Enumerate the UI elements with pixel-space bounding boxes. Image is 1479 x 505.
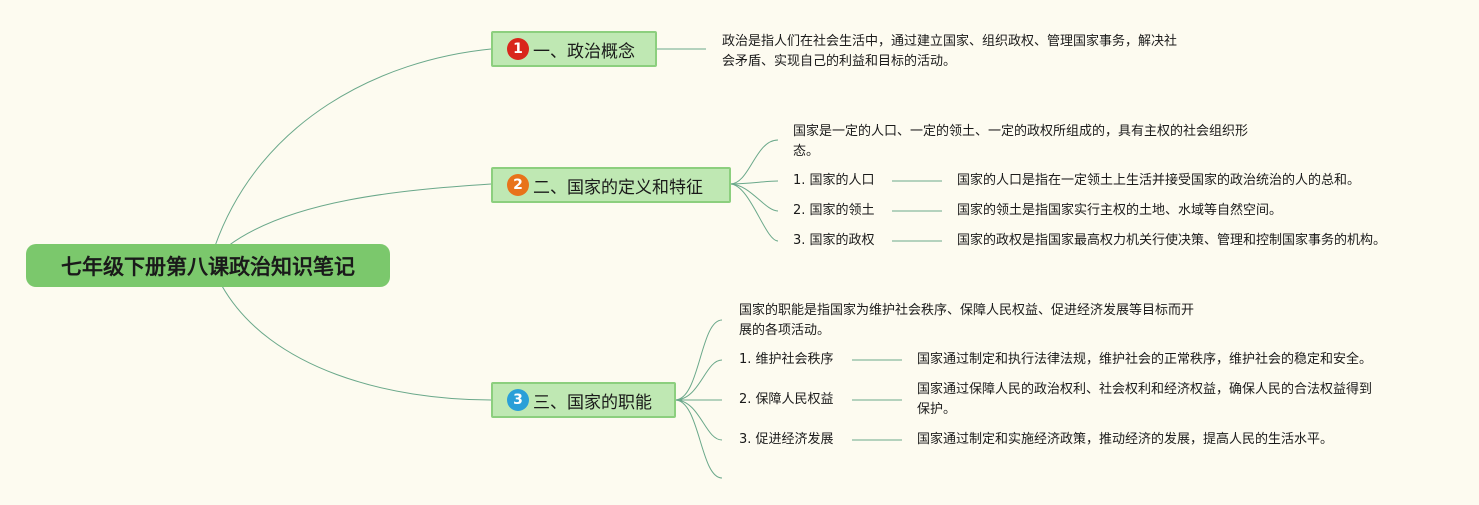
social-order-desc: 国家通过制定和执行法律法规，维护社会的正常秩序，维护社会的稳定和安全。	[917, 352, 1373, 367]
branch-state-definition[interactable]: 2 二、国家的定义和特征	[491, 167, 731, 203]
link-root-branch1	[214, 48, 492, 247]
economic-development-desc: 国家通过制定和实施经济政策，推动经济的发展，提高人民的生活水平。	[917, 432, 1334, 447]
population-desc: 国家的人口是指在一定领土上生活并接受国家的政治统治的人的总和。	[957, 173, 1361, 188]
link-root-branch2	[227, 183, 492, 247]
branch-label: 一、政治概念	[533, 41, 635, 62]
subtopic-population[interactable]: 1. 国家的人口	[793, 173, 875, 188]
link-b3-extra	[674, 399, 723, 479]
link-b3-intro	[674, 319, 723, 401]
branch-label: 三、国家的职能	[533, 392, 652, 413]
territory-desc: 国家的领土是指国家实行主权的土地、水域等自然空间。	[957, 203, 1283, 218]
number-3-icon: 3	[507, 389, 529, 411]
number-2-icon: 2	[507, 174, 529, 196]
people-rights-desc: 国家通过保障人民的政治权利、社会权利和经济权益，确保人民的合法权益得到 保护。	[917, 382, 1373, 417]
branch-label: 二、国家的定义和特征	[533, 177, 703, 198]
subtopic-economic-development[interactable]: 3. 促进经济发展	[739, 432, 834, 447]
branch-political-concept[interactable]: 1 一、政治概念	[491, 31, 657, 67]
branch-state-functions[interactable]: 3 三、国家的职能	[491, 382, 676, 418]
subtopic-people-rights[interactable]: 2. 保障人民权益	[739, 392, 834, 407]
subtopic-regime[interactable]: 3. 国家的政权	[793, 233, 875, 248]
regime-desc: 国家的政权是指国家最高权力机关行使决策、管理和控制国家事务的机构。	[957, 233, 1387, 248]
root-topic[interactable]: 七年级下册第八课政治知识笔记	[26, 244, 390, 287]
subtopic-territory[interactable]: 2. 国家的领土	[793, 203, 875, 218]
link-b3-item1	[674, 359, 723, 401]
link-b2-item1	[729, 180, 779, 185]
state-definition-intro: 国家是一定的人口、一定的领土、一定的政权所组成的，具有主权的社会组织形 态。	[793, 124, 1249, 159]
link-b2-item3	[729, 183, 779, 242]
root-title: 七年级下册第八课政治知识笔记	[61, 254, 355, 279]
link-root-branch3	[221, 285, 492, 401]
state-functions-intro: 国家的职能是指国家为维护社会秩序、保障人民权益、促进经济发展等目标而开 展的各项…	[739, 303, 1195, 338]
link-b3-item3	[674, 399, 723, 441]
link-b2-intro	[729, 139, 779, 185]
concept-text: 政治是指人们在社会生活中，通过建立国家、组织政权、管理国家事务，解决社 会矛盾、…	[722, 34, 1178, 69]
number-1-icon: 1	[507, 38, 529, 60]
subtopic-social-order[interactable]: 1. 维护社会秩序	[739, 352, 834, 367]
